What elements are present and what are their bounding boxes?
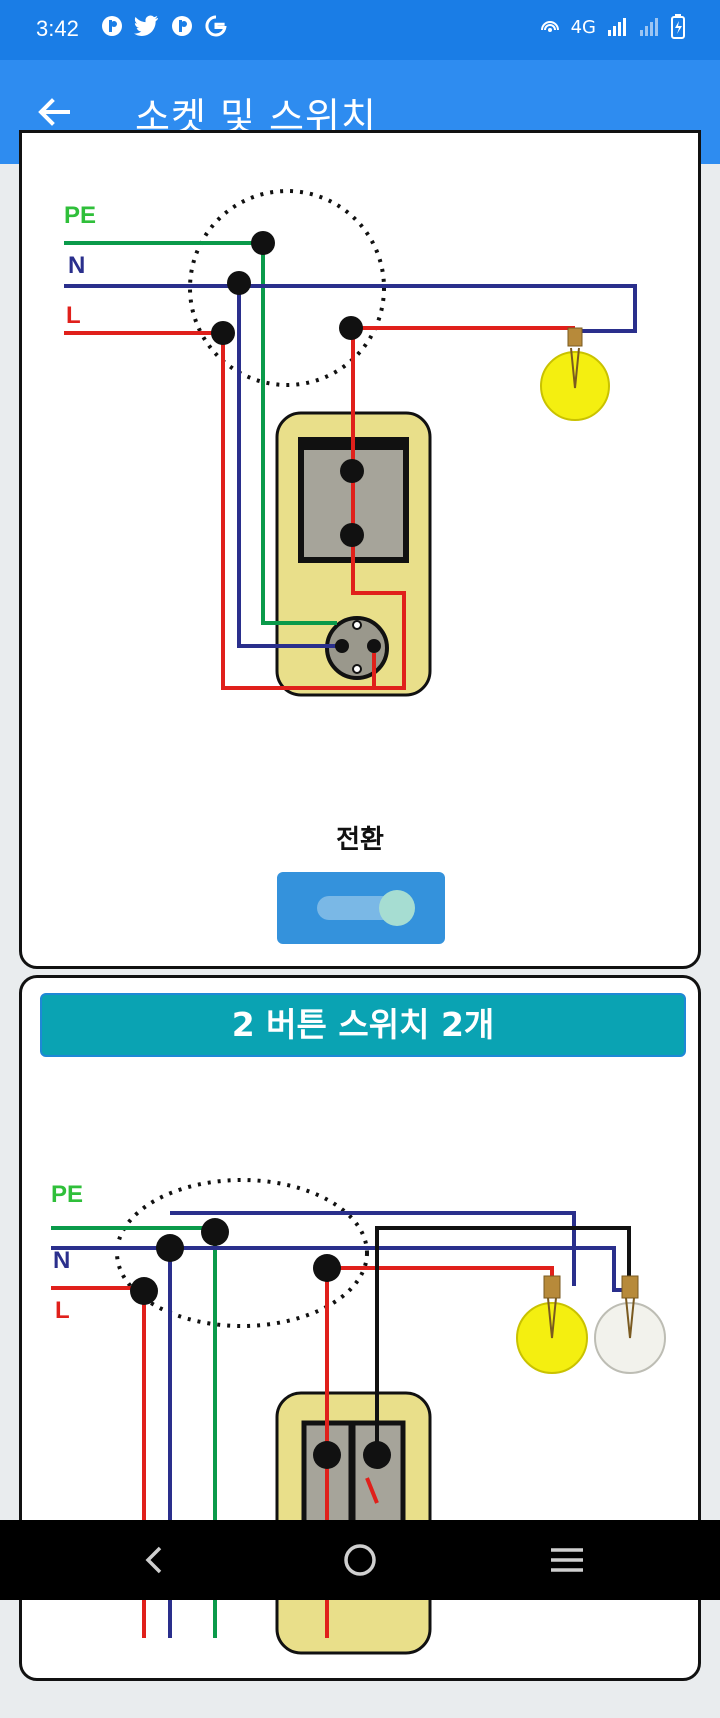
wire-pe: [64, 241, 337, 625]
label-n-2: N: [53, 1247, 70, 1274]
system-nav-bar: [0, 1520, 720, 1600]
label-n: N: [68, 252, 85, 279]
terminals: [211, 231, 381, 674]
status-time: 3:42: [36, 16, 79, 41]
signal-icon: [608, 18, 626, 36]
notification-icons: [100, 14, 228, 38]
diagram-card-socket-switch: PE N L: [19, 130, 701, 969]
toggle-caption: 전환: [336, 825, 384, 855]
hotspot-icon: [540, 21, 559, 32]
light-bulb: [540, 327, 610, 421]
toggle-thumb[interactable]: [379, 890, 415, 926]
battery-charging-icon: [671, 14, 685, 39]
label-pe: PE: [64, 202, 96, 229]
junction-box-2: [115, 1178, 369, 1328]
wire-l: [64, 326, 575, 690]
notification-app-icon-2: [172, 16, 192, 36]
switch-toggle-button[interactable]: [277, 872, 445, 944]
google-icon: [205, 15, 227, 37]
label-pe-2: PE: [51, 1181, 83, 1208]
status-bar: 3:42 4G: [0, 0, 720, 60]
notification-app-icon: [102, 16, 122, 36]
chevron-left-icon[interactable]: [132, 1536, 180, 1584]
terminals-2: [130, 1218, 391, 1469]
wiring-diagram-1: PE N L: [64, 189, 637, 697]
light-bulb-yellow: [516, 1275, 588, 1374]
hamburger-menu-icon[interactable]: [543, 1536, 591, 1584]
twitter-icon: [134, 15, 158, 36]
light-bulb-off: [594, 1275, 666, 1374]
wiring-diagram-2: PE N L: [51, 1178, 666, 1655]
label-l: L: [66, 302, 81, 329]
signal-weak-icon: [640, 18, 658, 36]
label-l-2: L: [55, 1297, 70, 1324]
wire-switch-2: [375, 1226, 631, 1448]
section-title: 2 버튼 스위치 2개: [40, 993, 686, 1057]
network-type-label: 4G: [570, 16, 596, 38]
arrow-left-icon[interactable]: [30, 88, 78, 136]
wire-n: [64, 284, 637, 648]
circle-home-icon[interactable]: [336, 1536, 384, 1584]
system-icons: 4G: [539, 14, 686, 40]
